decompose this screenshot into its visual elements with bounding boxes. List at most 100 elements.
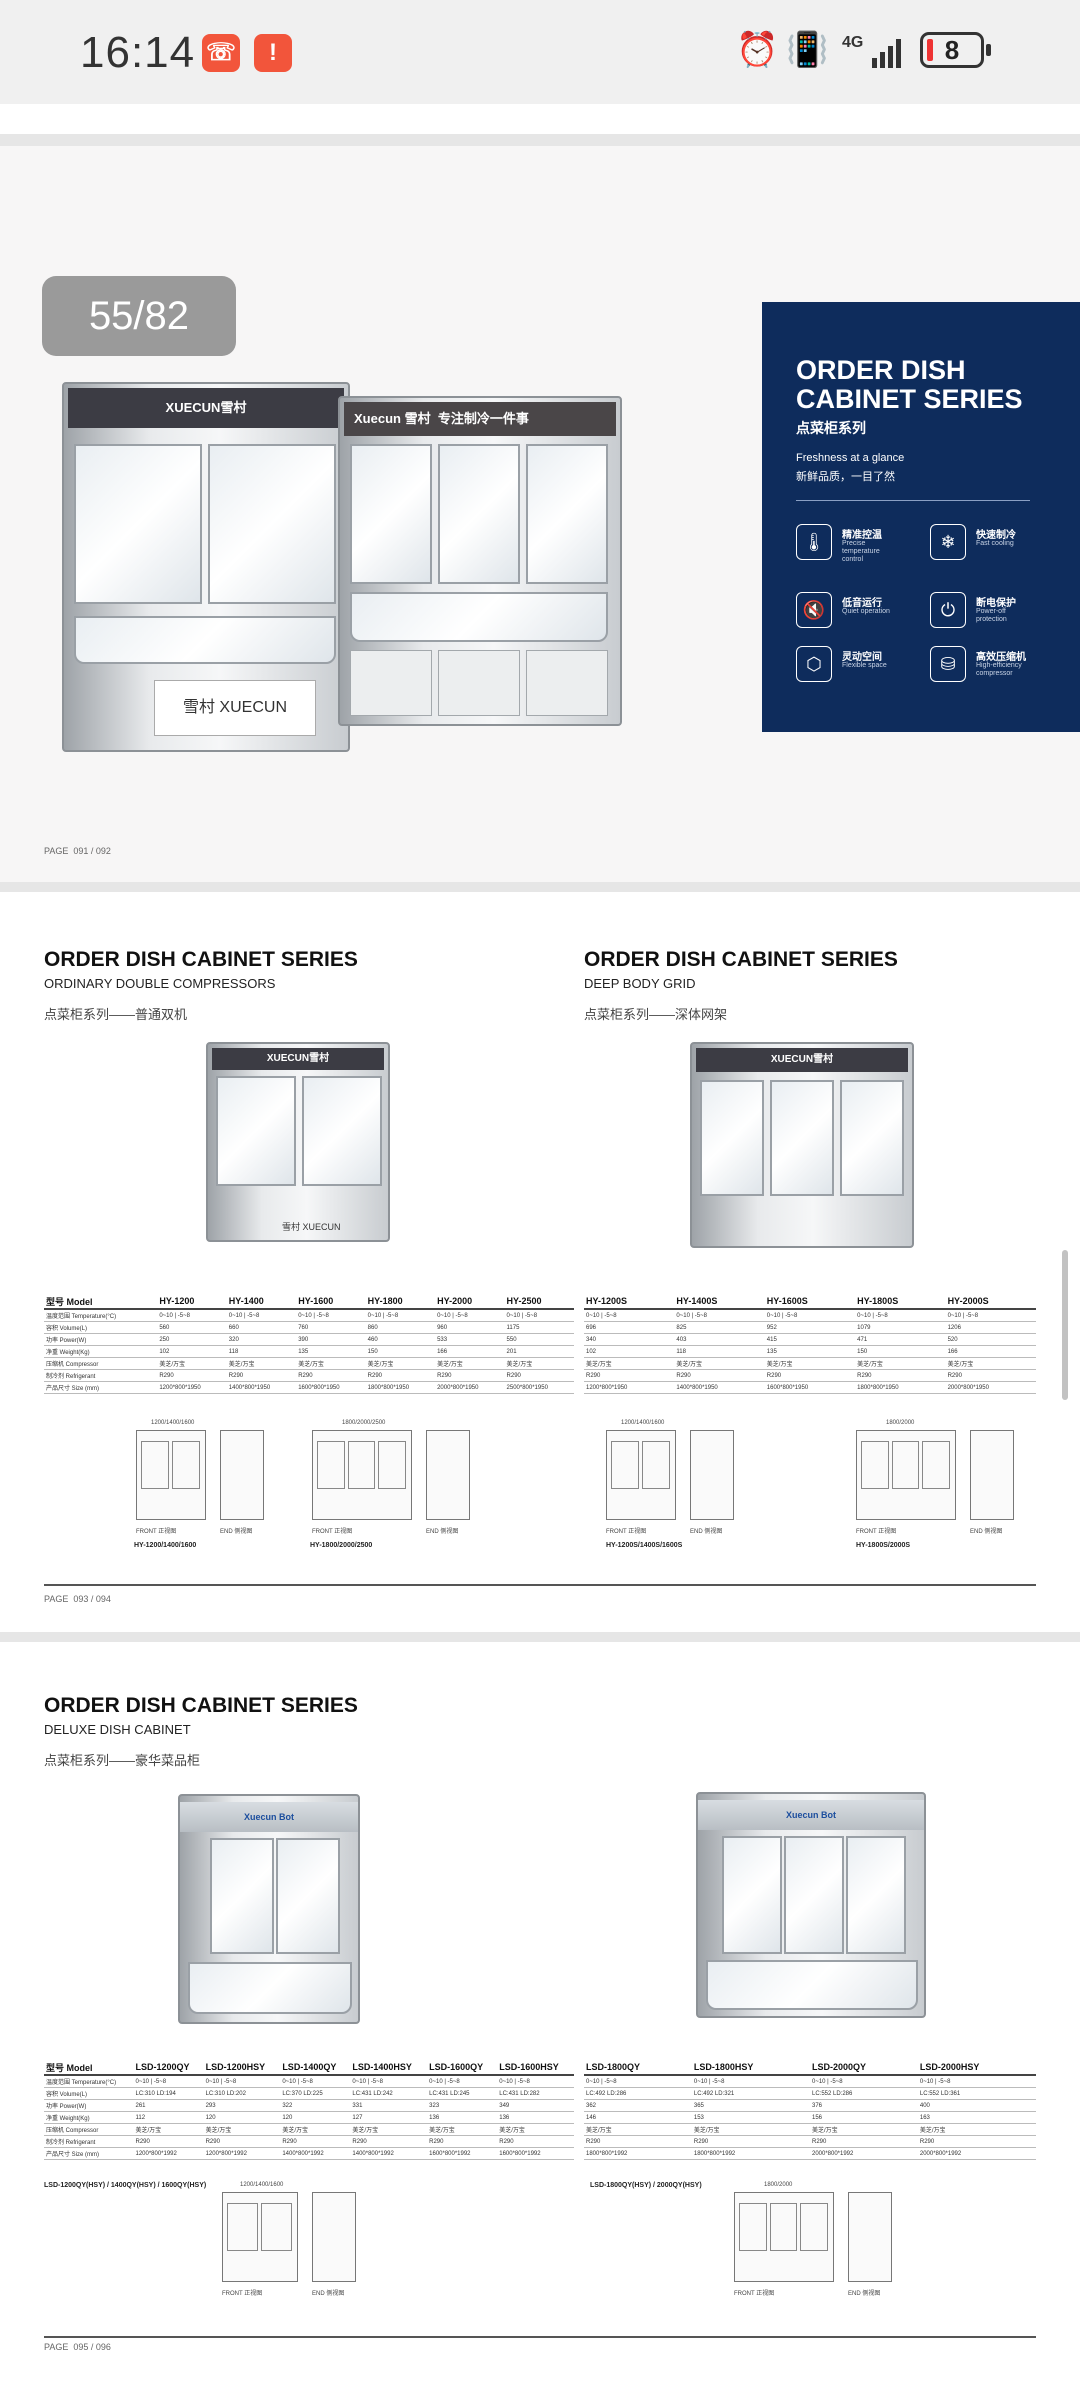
table-cell: LC:431 LD:282 [497,2087,574,2100]
section-sub-cn-left: 点菜柜系列——普通双机 [44,1007,188,1022]
table-cell: 390 [296,1333,366,1346]
model-header: HY-1800 [365,1294,436,1310]
table-cell: 1600*800*1950 [296,1381,366,1394]
door-outline [378,1441,406,1489]
table-cell: 美芝/万宝 [226,1357,297,1370]
glass-door [770,1080,834,1196]
table-cell: R290 [691,2135,810,2148]
row-label: 压缩机 Compressor [44,1357,158,1370]
glass-door [350,444,432,584]
table-cell: LC:310 LD:194 [133,2087,204,2100]
table-cell: 美芝/万宝 [203,2123,281,2136]
front-view [312,1430,412,1520]
pdf-page-095: ORDER DISH CABINET SERIES DELUXE DISH CA… [0,1642,1080,2390]
model-header: LSD-1200QY [133,2060,204,2076]
door-outline [141,1441,169,1489]
table-cell: 660 [226,1321,297,1334]
display-case [74,616,336,664]
front-label: FRONT 正视图 [136,1529,177,1535]
feature-cn: 灵动空间 [842,652,882,663]
page-rule [44,1584,1036,1586]
model-caption: HY-1200/1400/1600 [134,1542,197,1549]
scrollbar-thumb[interactable] [1062,1250,1068,1400]
front-label: FRONT 正视图 [312,1529,353,1535]
table-cell: LC:310 LD:202 [203,2087,281,2100]
table-cell: 860 [365,1321,436,1334]
table-cell: 340 [584,1333,675,1346]
table-cell: 美芝/万宝 [296,1357,366,1370]
width-dimension: 1800/2000/2500 [342,1420,386,1426]
network-type: 4G [842,34,864,51]
model-caption: HY-1800S/2000S [856,1542,911,1549]
cabinet-photo-left: XUECUN雪村 雪村 XUECUN [62,382,350,752]
glass-door [722,1836,782,1954]
feature-en: High-efficiency [976,662,1022,669]
model-header: HY-1600 [296,1294,366,1310]
table-cell: 349 [497,2099,574,2112]
row-label: 制冷剂 Refrigerant [44,1369,158,1382]
table-cell: 0~10 | -5~8 [365,1309,436,1322]
display-case [188,1962,352,2014]
brand-label: Xuecun 雪村 [354,411,431,426]
table-cell: 320 [226,1333,297,1346]
table-cell: 0~10 | -5~8 [203,2075,281,2088]
table-cell: 120 [203,2111,281,2124]
side-view [220,1430,264,1520]
page-number: PAGE 095 / 096 [44,2342,111,2352]
feature-en: Quiet operation [842,608,890,615]
alarm-icon: ⏰ [736,31,779,69]
power-protect-icon: ⏻ [930,592,966,628]
row-label: 容积 Volume(L) [44,2087,134,2100]
table-cell: LC:431 LD:242 [350,2087,428,2100]
table-cell: R290 [497,2135,574,2148]
front-label: FRONT 正视图 [606,1529,647,1535]
table-cell: R290 [226,1369,297,1382]
table-cell: 1400*800*1992 [280,2147,351,2160]
width-dimension: 1200/1400/1600 [621,1420,665,1426]
table-cell: 1600*800*1992 [497,2147,574,2160]
table-cell: 0~10 | -5~8 [157,1309,227,1322]
table-cell: 0~10 | -5~8 [584,1309,675,1322]
table-cell: 0~10 | -5~8 [133,2075,204,2088]
model-header: LSD-1400QY [280,2060,351,2076]
door-outline [611,1441,639,1489]
section-sub-cn: 点菜柜系列——豪华菜品柜 [44,1753,201,1768]
display-case [350,592,608,642]
table-cell: 2000*800*1992 [917,2147,1036,2160]
table-cell: 163 [917,2111,1036,2124]
section-title-left: ORDER DISH CABINET SERIES [44,948,358,971]
feature-en: Flexible space [842,662,887,669]
row-label: 净重 Weight(Kg) [44,1345,158,1358]
table-cell: 760 [296,1321,366,1334]
front-view [734,2192,834,2282]
feature-cn: 快速制冷 [976,530,1016,541]
model-header: HY-1200 [157,1294,227,1310]
page-label: PAGE [44,846,69,856]
row-label: 产品尺寸 Size (mm) [44,1381,158,1394]
panel-tagline-en: Freshness at a glance [796,452,905,464]
table-cell: R290 [365,1369,436,1382]
product-photo-lsd-left: Xuecun Bot [178,1794,360,2024]
door-outline [642,1441,670,1489]
table-cell: 1200*800*1992 [203,2147,281,2160]
width-dimension: 1800/2000 [886,1420,915,1426]
front-label: FRONT 正视图 [856,1529,897,1535]
table-cell: 1175 [504,1321,574,1334]
table-cell: 533 [435,1333,505,1346]
table-cell: 150 [855,1345,946,1358]
feature-cn: 低音运行 [842,598,882,609]
